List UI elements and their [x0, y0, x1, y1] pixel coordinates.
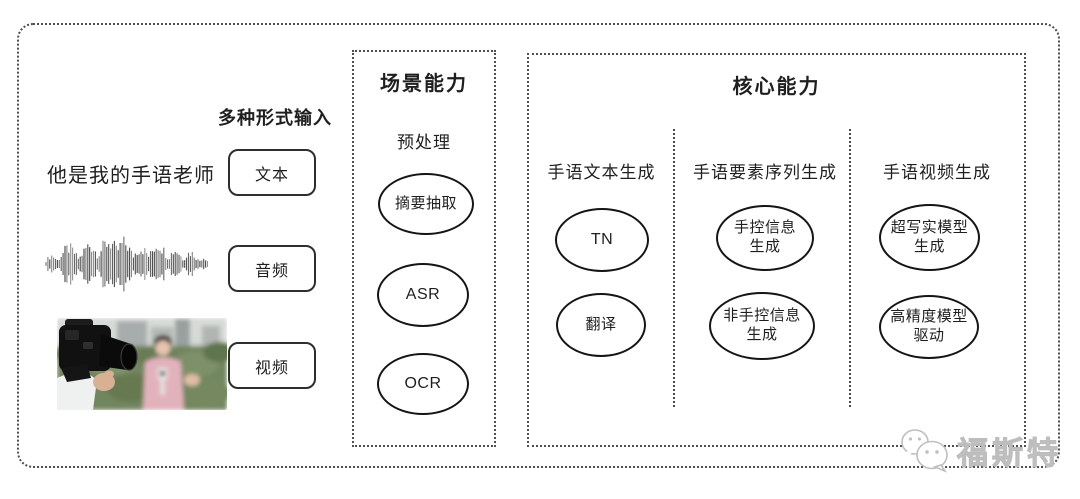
sample-sentence: 他是我的手语老师 [47, 165, 215, 187]
node-tn: TN [555, 208, 649, 272]
node-high-precision-model-driving-label: 高精度模型 驱动 [890, 308, 968, 344]
node-nonmanual-info-generation: 非手控信息 生成 [709, 292, 815, 360]
input-mode-video-label: 视频 [254, 359, 289, 377]
input-section-heading: 多种形式输入 [218, 108, 332, 128]
reporter-photo [57, 318, 227, 410]
input-mode-audio-label: 音频 [254, 262, 289, 280]
core-capability-title: 核心能力 [732, 76, 821, 98]
node-hyperrealistic-model-generation-label: 超写实模型 生成 [890, 218, 969, 255]
column-label-element-sequence-generation: 手语要素序列生成 [693, 163, 837, 182]
node-nonmanual-info-generation-label: 非手控信息 生成 [723, 307, 801, 343]
node-manual-info-generation-label: 手控信息 生成 [733, 219, 796, 255]
node-high-precision-model-driving: 高精度模型 驱动 [879, 295, 979, 359]
node-ocr-label: OCR [404, 375, 442, 392]
input-mode-audio: 音频 [228, 245, 316, 292]
watermark: 福斯特 [897, 425, 1062, 475]
column-label-video-generation: 手语视频生成 [883, 163, 991, 182]
node-tn-label: TN [590, 231, 614, 248]
node-asr-label: ASR [405, 286, 441, 303]
chat-bubbles-logo [901, 429, 948, 473]
scene-capability-title: 场景能力 [380, 73, 468, 95]
watermark-text: 福斯特 [957, 435, 1062, 471]
input-mode-text: 文本 [228, 149, 316, 196]
node-summary-extraction-label: 摘要抽取 [394, 194, 457, 212]
photo-camera-foreground [57, 319, 138, 410]
node-asr: ASR [377, 263, 469, 327]
node-manual-info-generation: 手控信息 生成 [716, 205, 814, 271]
input-mode-text-label: 文本 [254, 166, 289, 184]
node-summary-extraction: 摘要抽取 [378, 173, 474, 235]
core-capability-box: 核心能力 手语文本生成 手语要素序列生成 手语视频生成 TN 翻译 手控信息 生… [527, 53, 1026, 447]
scene-capability-box: 场景能力 预处理 摘要抽取 ASR OCR [352, 50, 496, 447]
node-translation: 翻译 [556, 293, 646, 357]
node-ocr: OCR [377, 353, 469, 415]
input-mode-video: 视频 [228, 342, 316, 389]
column-label-text-generation: 手语文本生成 [547, 163, 656, 182]
node-translation-label: 翻译 [585, 315, 617, 333]
audio-waveform-icon [45, 236, 208, 292]
outer-dotted-frame [17, 23, 1060, 468]
column-divider-1 [673, 129, 675, 407]
preprocess-label: 预处理 [397, 133, 451, 152]
node-hyperrealistic-model-generation: 超写实模型 生成 [879, 204, 980, 271]
column-divider-2 [849, 129, 851, 407]
